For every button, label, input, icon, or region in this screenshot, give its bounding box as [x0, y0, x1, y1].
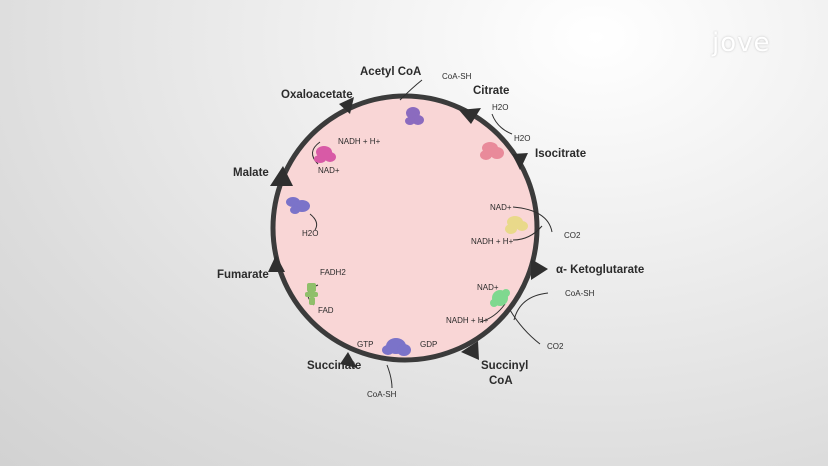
- label-malate: Malate: [233, 167, 269, 179]
- cofactor-nad-isocitrate: NAD+: [490, 203, 512, 212]
- cofactor-fadh2: FADH2: [320, 268, 346, 277]
- enzyme-succinyl-coa-synthetase-icon: [382, 338, 411, 356]
- label-coa: CoA: [489, 375, 513, 387]
- cofactor-co2-akg: CO2: [547, 342, 564, 351]
- cofactor-gtp: GTP: [357, 340, 373, 349]
- enzyme-citrate-synthase-icon: [405, 107, 424, 125]
- label-fumarate: Fumarate: [217, 269, 269, 281]
- cofactor-h2o-fumarate: H2O: [302, 229, 318, 238]
- enzyme-fumarase-icon: [286, 197, 310, 214]
- cofactor-nadh-malate: NADH + H+: [338, 137, 381, 146]
- cofactor-nadh-akg: NADH + H+: [446, 316, 489, 325]
- label-oxaloacetate: Oxaloacetate: [281, 89, 353, 101]
- label-citrate: Citrate: [473, 85, 509, 97]
- enzymes: [286, 107, 528, 356]
- cofactor-coa-sh-top: CoA-SH: [442, 72, 472, 81]
- cofactor-fad: FAD: [318, 306, 334, 315]
- arrowhead-succinyl: [461, 341, 479, 360]
- label-isocitrate: Isocitrate: [535, 148, 586, 160]
- cofactor-coa-sh-succinyl: CoA-SH: [367, 390, 397, 399]
- arrowhead-malate: [270, 166, 293, 186]
- arrowhead-succinate: [340, 352, 357, 368]
- arrowhead-fumarate: [268, 255, 285, 272]
- enzyme-succinate-dehydrogenase-icon: [305, 283, 318, 305]
- cofactor-nad-akg: NAD+: [477, 283, 499, 292]
- arrowhead-oxaloacetate: [339, 97, 354, 114]
- arrowhead-isocitrate: [512, 153, 528, 170]
- enzyme-ketoglutarate-dehydrogenase-icon: [490, 289, 510, 307]
- intermediate-labels: Acetyl CoA Citrate Isocitrate α- Ketoglu…: [217, 66, 644, 387]
- cofactor-coa-sh-akg: CoA-SH: [565, 289, 595, 298]
- label-succinyl: Succinyl: [481, 360, 528, 372]
- enzyme-isocitrate-dehydrogenase-icon: [505, 216, 528, 234]
- label-alpha-ketoglutarate: α- Ketoglutarate: [556, 264, 644, 276]
- label-acetyl-coa: Acetyl CoA: [360, 66, 421, 78]
- cofactor-co2-isocitrate: CO2: [564, 231, 581, 240]
- enzyme-malate-dehydrogenase-icon: [314, 146, 336, 163]
- cycle-ring: [270, 93, 540, 363]
- jove-logo: jove: [712, 28, 771, 58]
- arrowhead-ketoglutarate: [531, 259, 548, 280]
- cofactor-labels: CoA-SH H2O H2O NAD+ NADH + H+ CO2 NAD+ C…: [302, 72, 595, 399]
- label-succinate: Succinate: [307, 360, 361, 372]
- cofactor-nad-malate: NAD+: [318, 166, 340, 175]
- cofactor-gdp: GDP: [420, 340, 437, 349]
- cofactor-h2o-citrate: H2O: [492, 103, 508, 112]
- cofactor-nadh-isocitrate: NADH + H+: [471, 237, 514, 246]
- cycle-arrowheads: [268, 97, 548, 368]
- arrowhead-citrate: [459, 108, 481, 124]
- enzyme-aconitase-icon: [480, 142, 504, 160]
- cofactor-h2o-isocitrate: H2O: [514, 134, 530, 143]
